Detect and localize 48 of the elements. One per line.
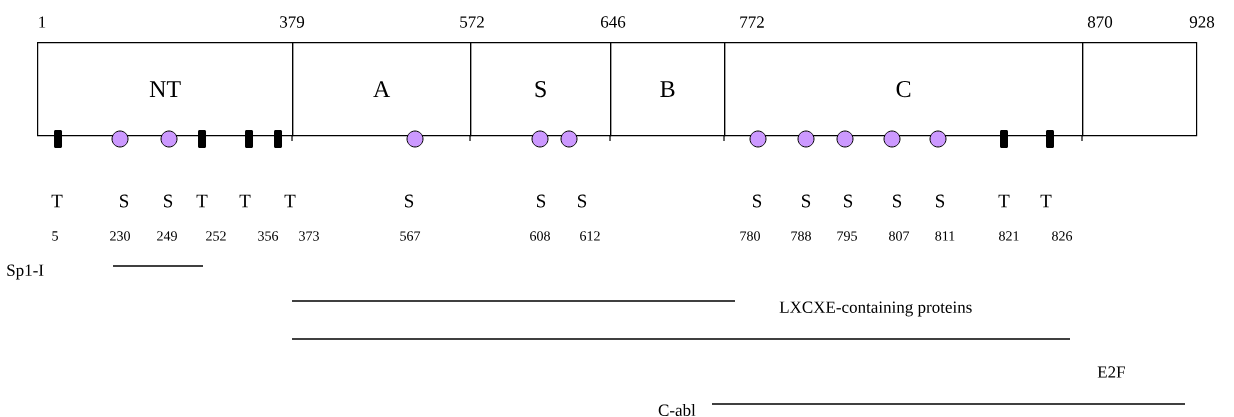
- residue-letter: S: [844, 194, 853, 208]
- residue-letter: S: [537, 194, 546, 208]
- residue-number: 249: [157, 231, 177, 241]
- residue-letter: S: [936, 194, 945, 208]
- position-number: 870: [1087, 16, 1113, 28]
- domain-box: C: [724, 42, 1084, 137]
- residue-letter: S: [164, 194, 173, 208]
- binding-partner-label: C-abl: [658, 404, 696, 416]
- residue-letter: S: [405, 194, 414, 208]
- residue-number: 612: [580, 231, 600, 241]
- residue-letter: T: [1040, 194, 1052, 208]
- domain-box: [1082, 42, 1198, 137]
- residue-letter: S: [578, 194, 587, 208]
- residue-number: 811: [935, 231, 955, 241]
- residue-number: 780: [740, 231, 760, 241]
- residue-number: 821: [999, 231, 1019, 241]
- residue-number: 356: [258, 231, 279, 241]
- position-number: 379: [280, 16, 305, 28]
- position-number: 928: [1189, 16, 1215, 28]
- binding-partner-label: Sp1-I: [7, 264, 44, 280]
- residue-letter: T: [239, 194, 251, 208]
- residue-letter: T: [284, 194, 296, 208]
- position-number: 646: [601, 16, 626, 28]
- residue-number: 608: [530, 231, 550, 241]
- binding-partner-label: E2F: [1097, 366, 1125, 378]
- residue-number: 230: [110, 231, 130, 241]
- domain-box: A: [292, 42, 472, 137]
- residue-number: 373: [299, 231, 319, 241]
- domain-box: B: [610, 42, 726, 137]
- domain-box: S: [470, 42, 612, 137]
- residue-number: 795: [837, 231, 857, 241]
- binding-partner-label: LXCXE-containing proteins: [779, 301, 972, 317]
- residue-number: 807: [889, 231, 910, 241]
- residue-letter: T: [196, 194, 208, 208]
- residue-number: 788: [791, 231, 811, 241]
- residue-number: 252: [206, 231, 226, 241]
- residue-number: 5: [52, 231, 58, 241]
- residue-letter: S: [802, 194, 811, 208]
- residue-letter: T: [998, 194, 1010, 208]
- residue-number: 567: [400, 231, 421, 241]
- residue-letter: S: [753, 194, 762, 208]
- residue-number: 826: [1052, 231, 1073, 241]
- domain-box: NT: [37, 42, 294, 137]
- position-number: 772: [740, 16, 764, 28]
- residue-letter: T: [51, 194, 63, 208]
- residue-letter: S: [120, 194, 129, 208]
- residue-letter: S: [893, 194, 902, 208]
- position-number: 572: [460, 16, 484, 28]
